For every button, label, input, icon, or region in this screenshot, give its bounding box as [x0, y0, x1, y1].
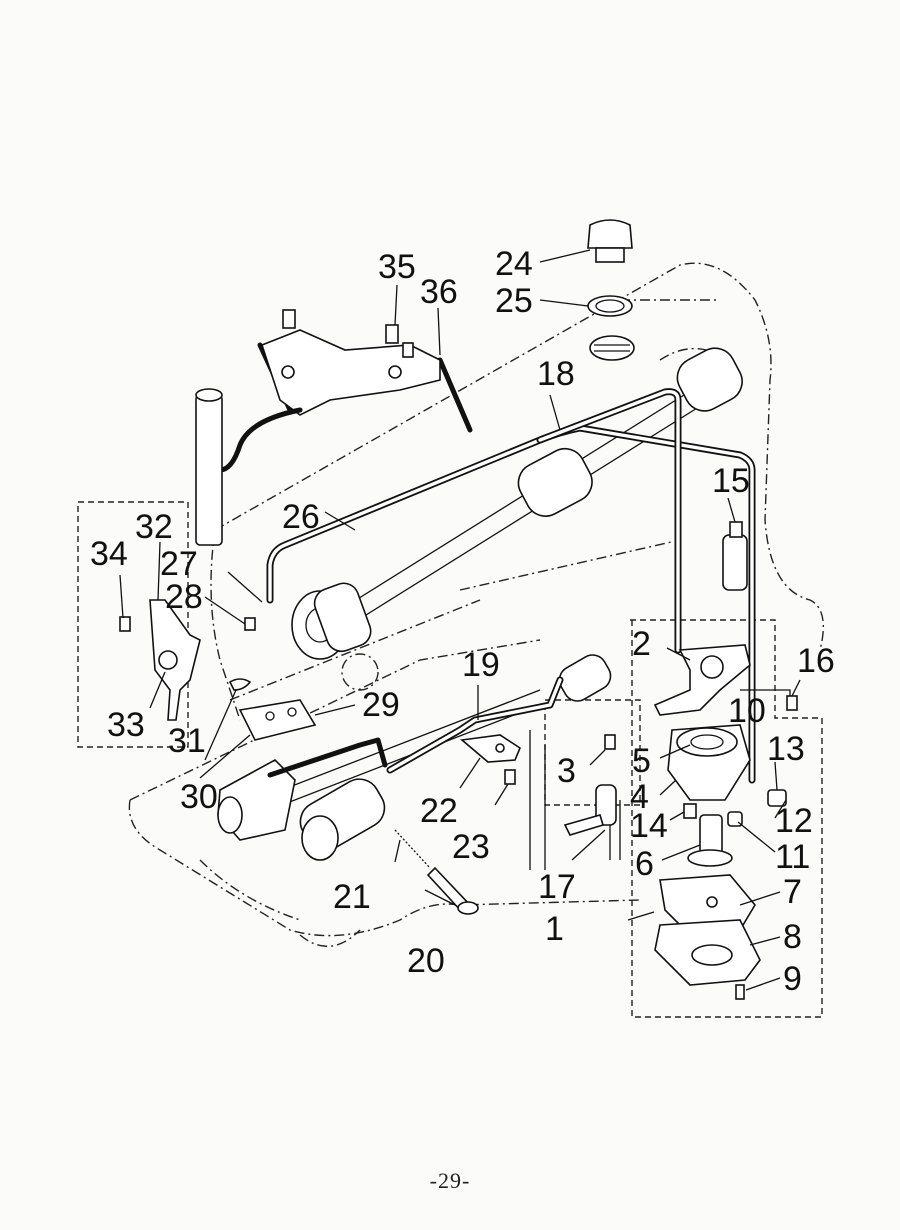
callout-3: 3	[557, 752, 576, 790]
callout-24: 24	[495, 245, 533, 283]
oil-tube-18	[266, 388, 756, 784]
callout-21: 21	[333, 878, 371, 916]
oil-tube-17-lines	[529, 730, 621, 870]
leader-lines	[119, 249, 801, 991]
callout-36: 36	[420, 273, 458, 311]
callout-10: 10	[728, 692, 766, 730]
callout-labels: 1 2 3 4 5 6 7 8 9 10 11 12 13 14 15 16 1…	[90, 245, 835, 998]
thread-guide-assembly	[217, 309, 473, 473]
callout-29: 29	[362, 686, 400, 724]
hook-assembly-30	[217, 737, 388, 841]
group-box-right	[630, 619, 823, 1018]
callout-18: 18	[537, 355, 575, 393]
callout-8: 8	[783, 918, 802, 956]
oil-cap	[587, 219, 635, 361]
callout-4: 4	[630, 778, 649, 816]
bracket-32	[119, 599, 201, 721]
callout-17: 17	[538, 868, 576, 906]
callout-1: 1	[545, 910, 564, 948]
group-box-left	[77, 501, 189, 748]
callout-23: 23	[452, 828, 490, 866]
callout-2: 2	[632, 625, 651, 663]
callout-34: 34	[90, 535, 128, 573]
callout-19: 19	[462, 646, 500, 684]
callout-5: 5	[632, 742, 651, 780]
screw-3	[604, 734, 616, 750]
callout-14: 14	[630, 807, 668, 845]
callout-12: 12	[775, 802, 813, 840]
callout-35: 35	[378, 248, 416, 286]
callout-33: 33	[107, 706, 145, 744]
callout-16: 16	[797, 642, 835, 680]
bracket-22	[460, 734, 521, 785]
callout-22: 22	[420, 792, 458, 830]
machine-body-outline	[128, 262, 824, 948]
callout-9: 9	[783, 960, 802, 998]
callout-15: 15	[712, 462, 750, 500]
oil-pump-assembly	[653, 644, 798, 1000]
callout-26: 26	[282, 498, 320, 536]
part-17	[563, 784, 617, 836]
vertical-rod	[195, 388, 223, 546]
oil-tube-19	[386, 676, 564, 774]
spring-and-pin	[394, 829, 479, 915]
callout-7: 7	[783, 873, 802, 911]
main-shaft	[291, 347, 743, 660]
callout-13: 13	[767, 730, 805, 768]
callout-30: 30	[180, 778, 218, 816]
callout-28: 28	[165, 578, 203, 616]
callout-31: 31	[168, 722, 206, 760]
callout-25: 25	[495, 282, 533, 320]
callout-27: 27	[160, 545, 198, 583]
page-number: -29-	[429, 1168, 471, 1193]
callout-32: 32	[135, 508, 173, 546]
callout-11: 11	[775, 838, 810, 876]
part-15	[722, 521, 748, 591]
callout-6: 6	[635, 845, 654, 883]
callout-20: 20	[407, 942, 445, 980]
plate-29	[228, 617, 317, 741]
